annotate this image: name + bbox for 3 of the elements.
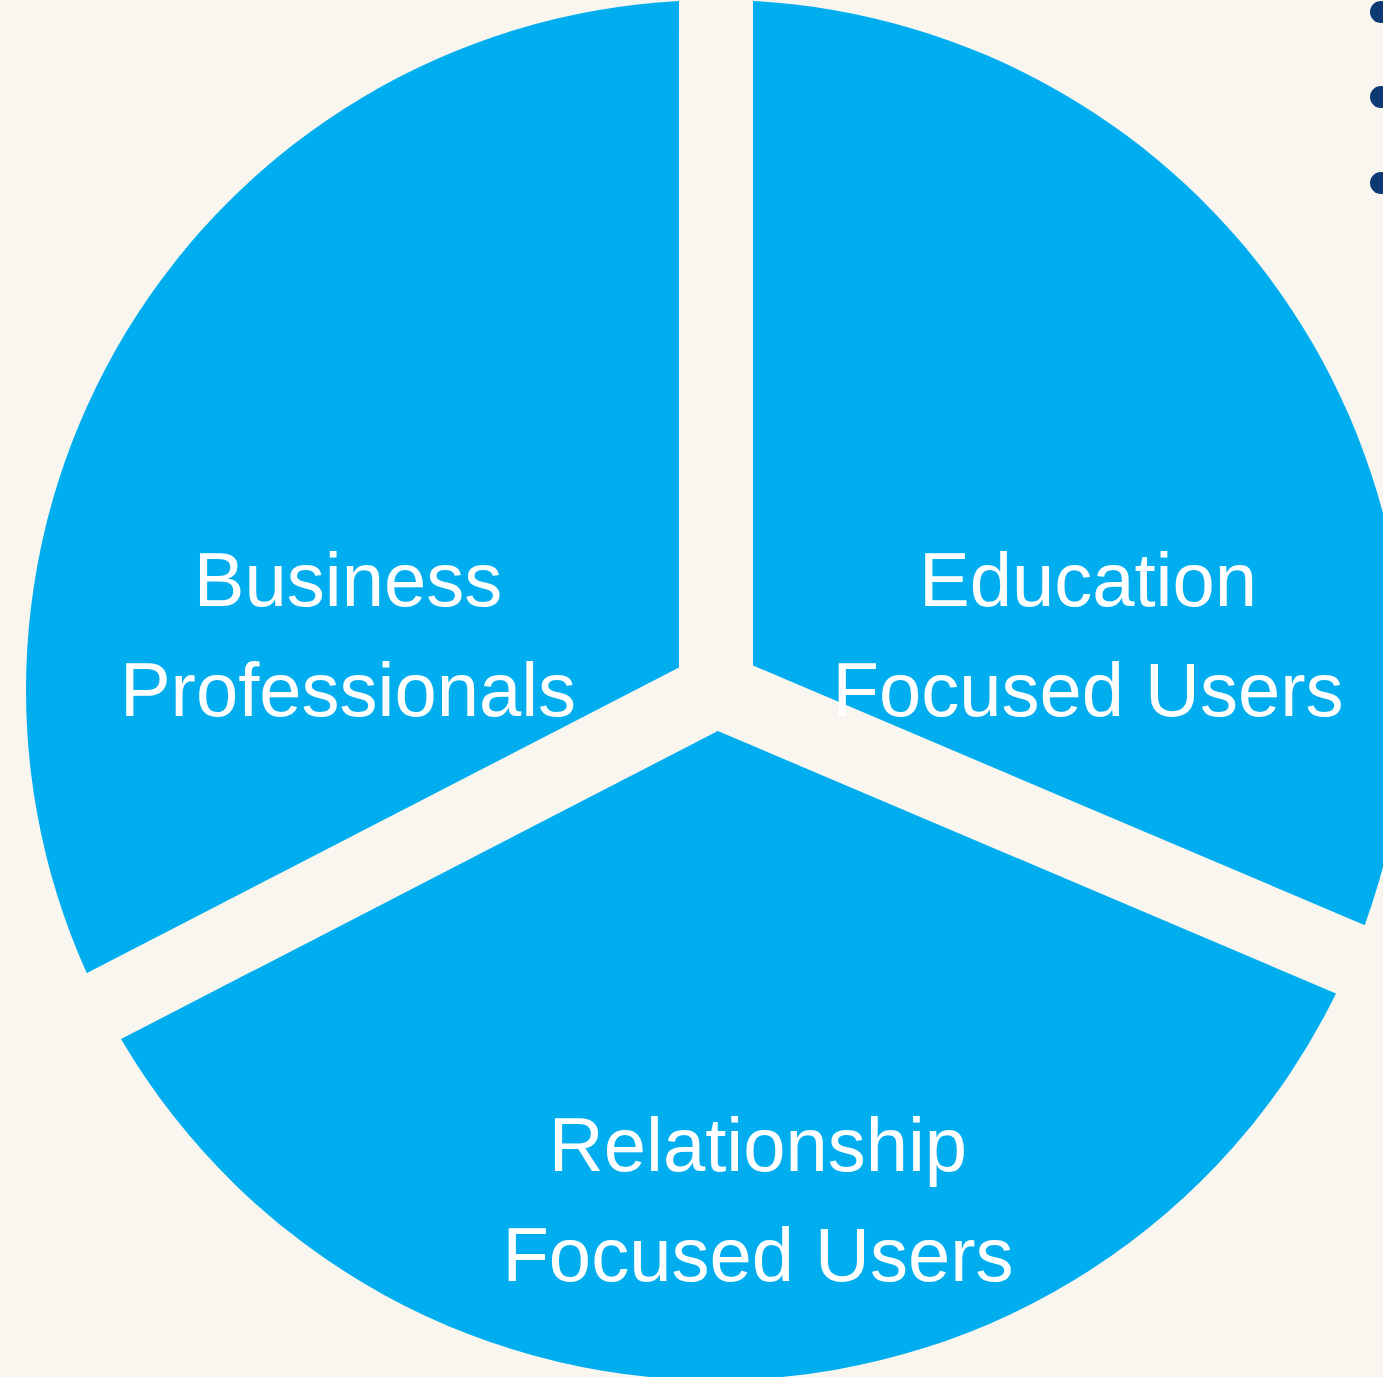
segment-label: Relationship Focused Users (501, 1101, 1015, 1299)
segment-label: Education Focused Users (831, 536, 1345, 734)
segment-label: Business Professionals (118, 536, 578, 734)
